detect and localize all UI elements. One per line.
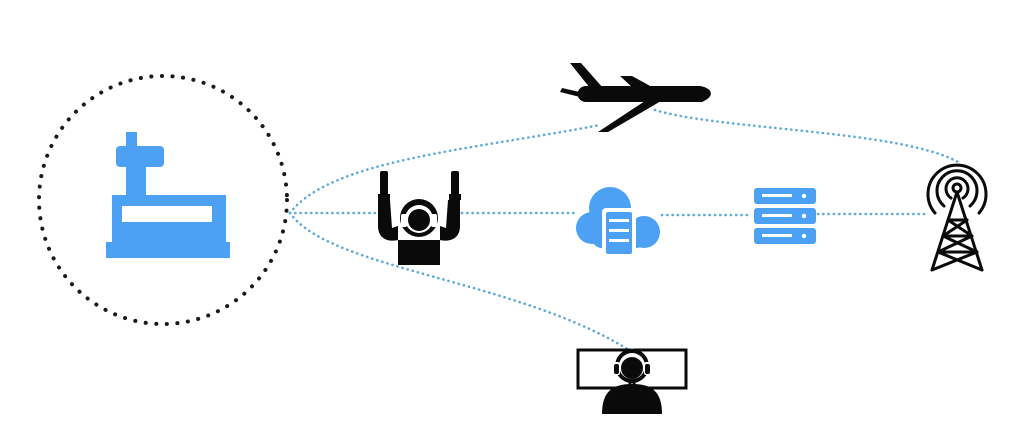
airplane-icon	[560, 63, 711, 132]
server-stack-icon	[754, 188, 816, 244]
connection-lines	[288, 108, 960, 354]
link-airplane-radio-tower	[653, 108, 960, 164]
control-tower-icon	[106, 132, 230, 258]
marshaller-icon	[378, 171, 461, 265]
link-tower-airplane	[288, 123, 602, 215]
link-tower-workstation	[288, 211, 634, 354]
hub-ring	[37, 74, 289, 326]
cloud-server-icon	[576, 187, 660, 258]
radio-tower-icon	[926, 163, 988, 272]
operator-workstation-icon	[576, 348, 688, 414]
